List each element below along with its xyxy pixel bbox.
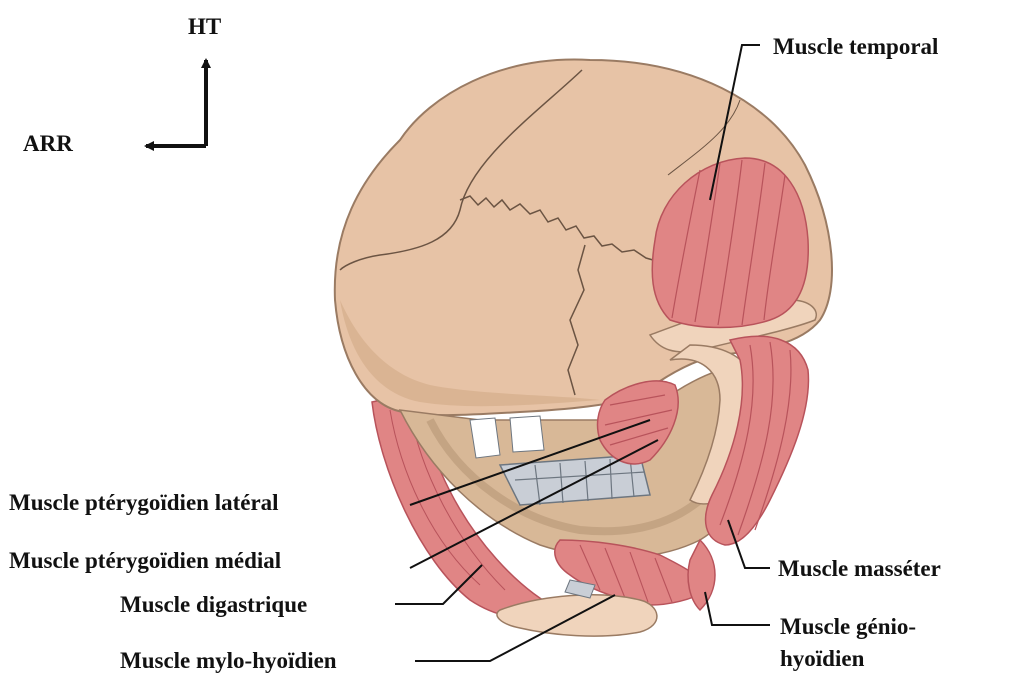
label-pterygoid-medial: Muscle ptérygoïdien médial: [9, 548, 281, 574]
label-pterygoid-lateral: Muscle ptérygoïdien latéral: [9, 490, 279, 516]
label-geniohyoid-line1: Muscle génio-: [780, 614, 916, 640]
leader-geniohyoid: [705, 592, 770, 625]
label-digastric: Muscle digastrique: [120, 592, 307, 618]
label-geniohyoid-line2: hyoïdien: [780, 646, 864, 672]
back-label: ARR: [23, 131, 73, 157]
label-masseter: Muscle masséter: [778, 556, 941, 582]
label-temporal-muscle: Muscle temporal: [773, 34, 938, 60]
mylohyoid-geniohyoid-muscles: [497, 540, 715, 636]
label-mylohyoid: Muscle mylo-hyoïdien: [120, 648, 337, 674]
orientation-arrows: [146, 60, 206, 146]
up-label: HT: [188, 14, 221, 40]
